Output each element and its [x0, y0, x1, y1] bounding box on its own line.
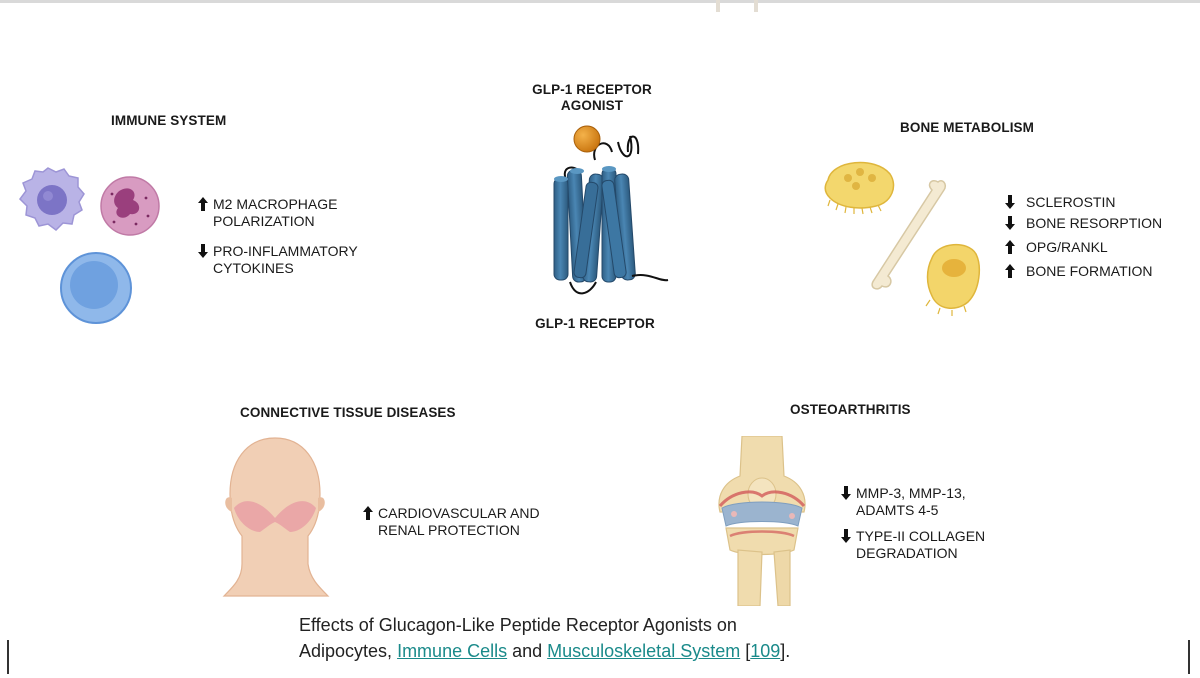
down-arrow-icon: [840, 485, 852, 501]
effect-text: SCLEROSTIN: [1026, 194, 1115, 211]
lymphocyte-cell: [61, 253, 131, 323]
effect-text-line2: DEGRADATION: [856, 545, 958, 562]
up-arrow-icon: [1004, 239, 1016, 255]
face-rash-illustration: [220, 436, 330, 600]
osteoclast-cell: [825, 163, 893, 214]
effect-text: CARDIOVASCULAR AND: [378, 505, 540, 522]
up-arrow-icon: [197, 196, 209, 212]
granulocyte-cell: [101, 177, 159, 235]
osteoblast-cell: [926, 245, 979, 316]
bone-illustration: [820, 150, 995, 320]
up-arrow-icon: [1004, 263, 1016, 279]
caption-line2: Adipocytes, Immune Cells and Musculoskel…: [299, 638, 790, 664]
effect-text: PRO-INFLAMMATORY: [213, 243, 358, 260]
left-text-cursor-mark: [7, 640, 9, 674]
effect-text: OPG/RANKL: [1026, 239, 1108, 256]
reference-link[interactable]: 109: [750, 641, 780, 661]
figure-caption: Effects of Glucagon-Like Peptide Recepto…: [299, 612, 790, 664]
effect-text-line2: ADAMTS 4-5: [856, 502, 938, 519]
right-text-cursor-mark: [1188, 640, 1190, 674]
down-arrow-icon: [1004, 215, 1016, 231]
macrophage-cell: [20, 168, 84, 230]
down-arrow-icon: [1004, 194, 1016, 210]
effect-text: MMP-3, MMP-13,: [856, 485, 966, 502]
effect-text-line2: POLARIZATION: [213, 213, 315, 230]
connective-tissue-heading: CONNECTIVE TISSUE DISEASES: [240, 405, 456, 420]
caption-text: and: [507, 641, 547, 661]
caption-text: Adipocytes,: [299, 641, 397, 661]
page-top-border: [0, 0, 1200, 3]
receptor-label: GLP-1 RECEPTOR: [500, 316, 690, 331]
caption-line1: Effects of Glucagon-Like Peptide Recepto…: [299, 612, 790, 638]
effect-text: BONE FORMATION: [1026, 263, 1153, 280]
immune-cells-illustration: [8, 160, 168, 330]
effect-text: M2 MACROPHAGE: [213, 196, 337, 213]
up-arrow-icon: [362, 505, 374, 521]
musculoskeletal-system-link[interactable]: Musculoskeletal System: [547, 641, 740, 661]
receptor-helices: [554, 166, 636, 282]
caption-text: [: [740, 641, 750, 661]
effect-text: TYPE-II COLLAGEN: [856, 528, 985, 545]
agonist-heading-line1: GLP-1 RECEPTOR: [510, 82, 674, 98]
caption-text: ].: [780, 641, 790, 661]
agonist-heading-line2: AGONIST: [510, 98, 674, 114]
agonist-molecule: [574, 126, 600, 152]
glp1-receptor-illustration: [540, 122, 680, 302]
top-edge-mark: [714, 0, 764, 12]
bone-metabolism-heading: BONE METABOLISM: [900, 120, 1034, 135]
immune-system-heading: IMMUNE SYSTEM: [111, 113, 226, 128]
effect-text: BONE RESORPTION: [1026, 215, 1162, 232]
agonist-heading: GLP-1 RECEPTOR AGONIST: [510, 82, 674, 114]
immune-cells-link[interactable]: Immune Cells: [397, 641, 507, 661]
down-arrow-icon: [840, 528, 852, 544]
effect-text-line2: RENAL PROTECTION: [378, 522, 520, 539]
knee-joint-illustration: [712, 436, 812, 606]
osteoarthritis-heading: OSTEOARTHRITIS: [790, 402, 911, 417]
down-arrow-icon: [197, 243, 209, 259]
effect-text-line2: CYTOKINES: [213, 260, 294, 277]
